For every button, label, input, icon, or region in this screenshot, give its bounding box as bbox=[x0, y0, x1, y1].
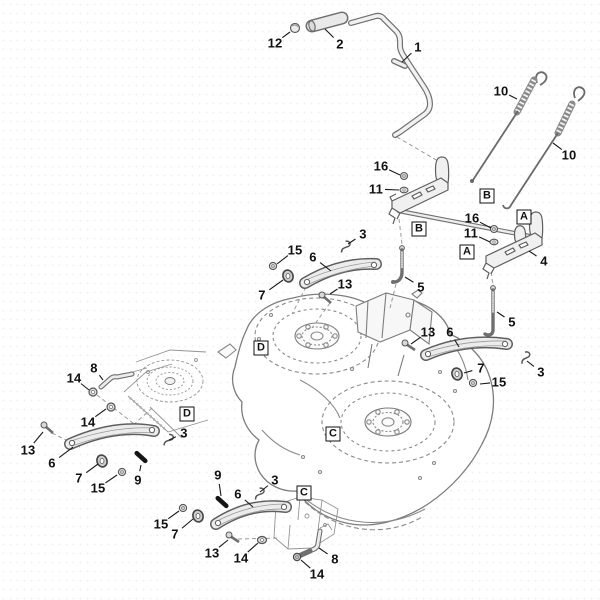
washer-part7-bottom-left bbox=[96, 454, 108, 468]
bolt-part13-bottom-left bbox=[40, 421, 54, 434]
lift-lever-part6-bottom-center bbox=[210, 500, 292, 530]
leader-line-12-0 bbox=[281, 31, 291, 39]
bolt-part13-bottom-center bbox=[225, 531, 240, 544]
nut-part15-top bbox=[268, 261, 278, 271]
spring-part10-right bbox=[502, 86, 586, 210]
nut-part15-bottom-left bbox=[117, 467, 127, 477]
nut-part14-c bbox=[292, 552, 302, 562]
clip-part3-right bbox=[521, 351, 531, 364]
leader-lines bbox=[33, 28, 563, 569]
leader-line-7-28 bbox=[85, 463, 99, 474]
leader-line-8-38 bbox=[318, 547, 328, 555]
leader-line-7-11 bbox=[269, 279, 284, 291]
leader-line-9-30 bbox=[139, 464, 142, 472]
hanger-cross-rod bbox=[396, 208, 532, 239]
leader-line-1-2 bbox=[401, 52, 412, 63]
leader-line-5-12 bbox=[404, 276, 414, 283]
handle-grip-part2 bbox=[305, 11, 349, 33]
leader-line-10-4 bbox=[552, 142, 563, 151]
nut-part15-bottom-center bbox=[178, 503, 188, 513]
cap-part12 bbox=[289, 22, 301, 34]
leader-line-7-20 bbox=[463, 370, 473, 374]
washer-part11-a bbox=[489, 238, 499, 246]
leader-line-13-26 bbox=[33, 431, 44, 444]
deck-left-tip bbox=[217, 343, 237, 359]
leader-line-3-25 bbox=[168, 436, 177, 441]
clip-part3-d bbox=[163, 433, 175, 446]
nut-part15-right bbox=[468, 378, 478, 388]
leader-line-16-5 bbox=[388, 169, 401, 176]
leader-line-6-27 bbox=[58, 446, 74, 458]
lift-lever-part6-bottom-left bbox=[64, 423, 160, 450]
leader-line-13-36 bbox=[218, 539, 229, 548]
leader-line-6-9 bbox=[319, 262, 332, 272]
deck-spindle-left bbox=[254, 297, 380, 375]
leader-line-6-33 bbox=[244, 499, 254, 508]
leader-line-7-35 bbox=[181, 518, 194, 529]
lift-lever-part6-right bbox=[420, 336, 513, 361]
deck-lift-tower bbox=[355, 289, 433, 377]
leader-line-4-15 bbox=[528, 250, 537, 257]
leader-line-16-13 bbox=[479, 221, 492, 229]
spring-pin-part9-center bbox=[215, 495, 229, 509]
bolt-part13-right bbox=[401, 339, 416, 352]
clip-part3-top bbox=[340, 240, 351, 253]
eye-bolt-part5-right bbox=[483, 285, 496, 337]
leader-line-9-31 bbox=[218, 483, 222, 497]
leader-line-3-7 bbox=[347, 238, 356, 245]
washer-part14-bc bbox=[256, 535, 268, 545]
spring-part10-left bbox=[470, 71, 548, 183]
hanger-bracket-a-part4 bbox=[482, 211, 544, 280]
leader-line-6-17 bbox=[454, 339, 460, 348]
bolt-part13-top bbox=[318, 291, 332, 304]
washer-part7-right bbox=[451, 367, 463, 381]
nut-part16-a bbox=[489, 224, 499, 234]
leader-line-14-39 bbox=[300, 559, 311, 569]
leader-line-14-37 bbox=[247, 542, 259, 553]
leader-line-5-18 bbox=[496, 311, 505, 318]
leader-line-14-23 bbox=[80, 383, 90, 391]
washer-part11-b bbox=[399, 186, 409, 194]
crank-rod-part8-d bbox=[98, 371, 135, 390]
leader-line-13-16 bbox=[410, 336, 421, 345]
spring-pin-part9-left bbox=[134, 450, 148, 464]
crank-rod-part8-c bbox=[296, 528, 323, 559]
hanger-bracket-b bbox=[388, 156, 450, 225]
leader-line-10-3 bbox=[508, 94, 518, 100]
leader-line-15-8 bbox=[276, 255, 289, 265]
washer-part14-d1 bbox=[88, 387, 98, 397]
leader-line-11-14 bbox=[478, 236, 491, 243]
washer-part7-bottom-center bbox=[192, 509, 204, 523]
nut-part16-b bbox=[399, 171, 409, 181]
lift-rod-part1 bbox=[348, 12, 433, 138]
leader-line-14-24 bbox=[94, 408, 107, 418]
washer-part14-d2 bbox=[106, 402, 116, 412]
leader-line-11-6 bbox=[384, 188, 400, 191]
washer-part7-top bbox=[282, 269, 294, 283]
leader-line-8-22 bbox=[98, 374, 104, 381]
lift-lever-part6-top bbox=[299, 257, 382, 289]
leader-line-3-32 bbox=[259, 485, 269, 493]
leader-line-15-34 bbox=[167, 510, 180, 520]
leader-line-15-29 bbox=[105, 474, 118, 484]
leader-line-15-21 bbox=[479, 382, 491, 385]
deck-spindle-right bbox=[321, 380, 455, 464]
leader-line-2-1 bbox=[324, 28, 335, 39]
eye-bolt-part5-left bbox=[391, 245, 405, 284]
leader-line-3-19 bbox=[526, 360, 535, 367]
leader-line-13-10 bbox=[329, 288, 338, 295]
